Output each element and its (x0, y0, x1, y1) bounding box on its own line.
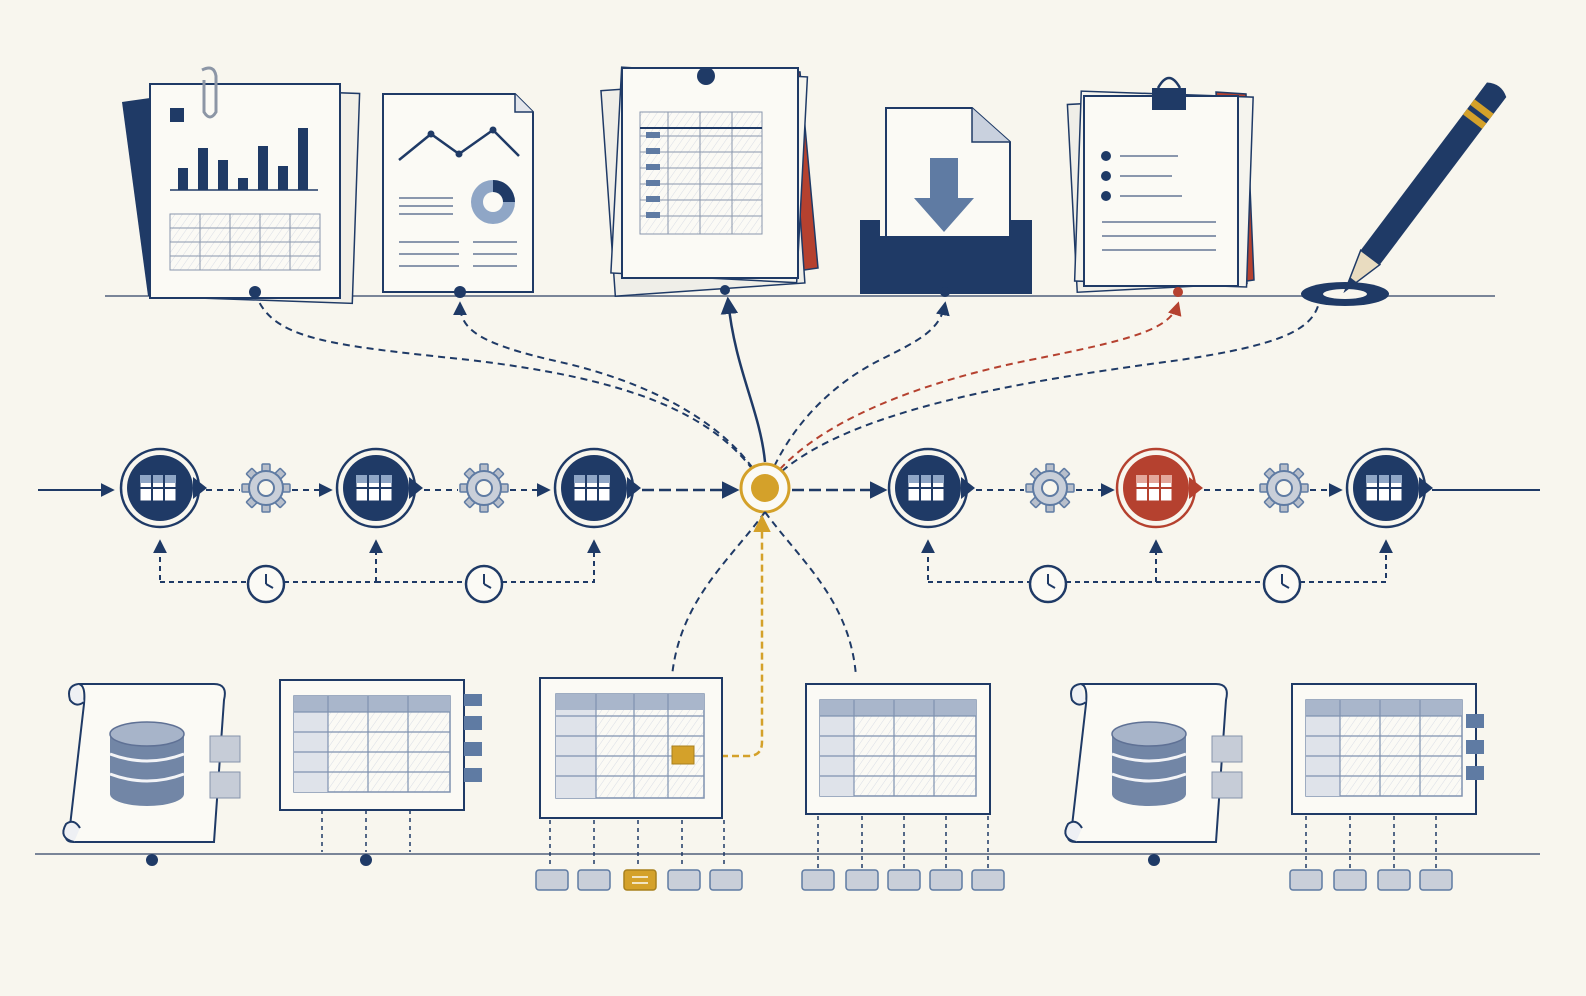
clock-icon (1262, 564, 1302, 604)
anchor-dot (146, 854, 158, 866)
anchor-dot (454, 286, 466, 298)
table-node-icon (119, 447, 209, 529)
clock-icon (1028, 564, 1068, 604)
small-field-box (1419, 869, 1453, 891)
table-node-icon-alert (1115, 447, 1203, 529)
small-field-box (929, 869, 963, 891)
gear-icon (459, 463, 509, 513)
anchor-dot-alert (1173, 287, 1183, 297)
database-scroll-icon (1063, 682, 1244, 844)
line-chart-report-icon (382, 93, 534, 293)
small-field-box (801, 869, 835, 891)
table-node-icon (335, 447, 425, 529)
small-field-box (1333, 869, 1367, 891)
gear-icon (1259, 463, 1309, 513)
bottom-connector-curves (671, 511, 857, 677)
binder-clip-icon (1152, 88, 1186, 110)
clipboard-list-document-icon (1066, 76, 1255, 294)
table-node-icon (1345, 447, 1435, 529)
spreadsheet-pinned-stack-icon (600, 66, 819, 297)
small-field-box (667, 869, 701, 891)
table-node-icon (553, 447, 643, 529)
clock-icon (246, 564, 286, 604)
table-panel-icon (805, 683, 991, 868)
small-field-box (535, 869, 569, 891)
anchor-dot (360, 854, 372, 866)
bar-chart-report-icon (122, 66, 361, 305)
small-field-box (971, 869, 1005, 891)
pencil-icon (1301, 82, 1507, 306)
gear-icon (241, 463, 291, 513)
anchor-dot (940, 287, 950, 297)
anchor-dot (249, 286, 261, 298)
hub-node-icon (739, 462, 791, 514)
database-scroll-icon (61, 682, 242, 844)
small-field-box-highlighted (623, 869, 657, 891)
small-field-box (887, 869, 921, 891)
table-panel-icon (1291, 683, 1484, 868)
paperclip-icon (201, 66, 218, 119)
table-node-icon (887, 447, 977, 529)
small-field-box (1289, 869, 1323, 891)
table-panel-icon (279, 679, 482, 852)
top-connector-curves (254, 291, 1319, 489)
small-field-box (845, 869, 879, 891)
small-field-box (709, 869, 743, 891)
small-field-box (577, 869, 611, 891)
gear-icon (1025, 463, 1075, 513)
hub-to-spreadsheet-arrow (720, 296, 767, 463)
clock-icon (464, 564, 504, 604)
table-panel-highlighted-icon (539, 677, 725, 868)
highlighted-source-arrow (688, 514, 771, 758)
pushpin-icon (697, 67, 715, 85)
download-inbox-icon (860, 107, 1032, 294)
small-field-box (1377, 869, 1411, 891)
pipeline-flow-lines (38, 481, 1540, 583)
anchor-dot (1148, 854, 1160, 866)
anchor-dot (720, 285, 730, 295)
